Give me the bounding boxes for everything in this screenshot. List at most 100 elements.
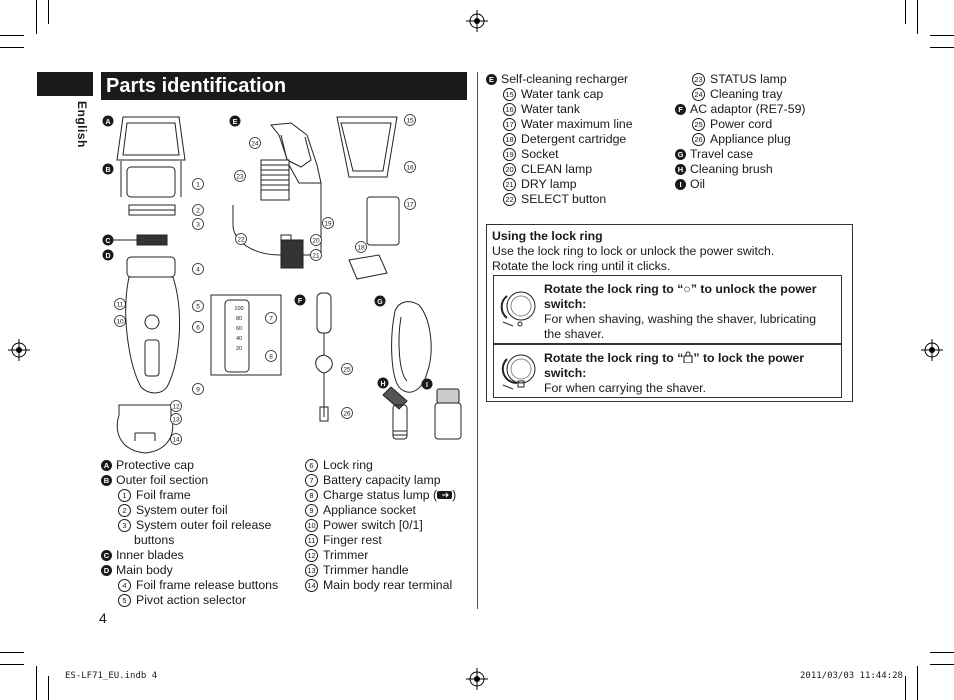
crop-mark [36,0,37,34]
svg-text:1: 1 [196,182,200,189]
footer-timestamp: 2011/03/03 11:44:28 [800,671,903,681]
badge-f: F [675,104,686,115]
svg-text:100: 100 [234,306,243,312]
svg-text:6: 6 [196,325,200,332]
callout-9: 9 [192,383,204,395]
svg-text:23: 23 [236,174,244,181]
badge-i: I [675,179,686,190]
callout-23: 23 [234,170,246,182]
callout-16: 16 [404,161,416,173]
svg-text:19: 19 [324,221,332,228]
list-item: buttons [134,533,175,547]
badge-h: H [675,164,686,175]
crop-mark [917,666,918,700]
callout-26: 26 [341,407,353,419]
svg-text:2: 2 [196,208,200,215]
callout-1: 1 [192,178,204,190]
registration-mark-left [8,339,30,361]
lock-text: Rotate the lock ring to “” to lock the p… [544,351,805,395]
badge-d: D [101,565,112,576]
registration-mark-top [466,10,488,32]
crop-mark [905,676,906,700]
badge-b: B [105,167,110,174]
lock-ring-line-1: Use the lock ring to lock or unlock the … [492,244,775,258]
lock-ring-unlock-icon [500,291,536,327]
svg-text:26: 26 [343,411,351,418]
crop-mark [917,0,918,34]
battery-scale: 100 80 60 40 20 [234,306,243,352]
badge-b: B [101,475,112,486]
crop-mark [930,652,954,653]
crop-mark [0,664,24,665]
callout-11: 11 [114,298,126,310]
callout-13: 13 [170,413,182,425]
svg-text:5: 5 [196,304,200,311]
svg-text:3: 3 [196,222,200,229]
page-number: 4 [99,610,107,626]
crop-mark [36,666,37,700]
svg-text:15: 15 [406,118,414,125]
page-title: Parts identification [101,72,467,100]
crop-mark [905,0,906,24]
footer-file: ES-LF71_EU.indb 4 [65,671,158,681]
language-label: English [75,101,89,148]
svg-text:21: 21 [312,253,320,260]
callout-6: 6 [192,321,204,333]
unlock-symbol-icon: ○ [683,282,691,296]
callout-8: 8 [265,350,277,362]
callout-14: 14 [170,433,182,445]
svg-text:80: 80 [236,316,242,322]
lock-ring-box: Using the lock ring Use the lock ring to… [486,224,853,402]
svg-text:18: 18 [357,245,365,252]
callout-20: 20 [310,234,322,246]
badge-g: G [377,299,383,306]
svg-text:20: 20 [312,238,320,245]
svg-text:22: 22 [237,237,245,244]
column-divider [477,72,478,609]
svg-text:25: 25 [343,367,351,374]
callout-19: 19 [322,217,334,229]
lock-ring-line-2: Rotate the lock ring until it clicks. [492,259,671,273]
callout-3: 3 [192,218,204,230]
registration-mark-right [921,339,943,361]
crop-mark [0,652,24,653]
crop-mark [0,47,24,48]
svg-text:10: 10 [116,319,124,326]
crop-mark [48,0,49,24]
lock-panel: Rotate the lock ring to “” to lock the p… [493,344,842,398]
lock-ring-lock-icon [501,354,536,390]
badge-a: A [101,460,112,471]
badge-g: G [675,149,686,160]
callout-25: 25 [341,363,353,375]
crop-mark [930,664,954,665]
svg-text:20: 20 [236,346,242,352]
crop-mark [930,35,954,36]
parts-illustration: A B C D E F G H I 1 2 3 4 5 6 7 8 9 10 1… [102,114,462,454]
